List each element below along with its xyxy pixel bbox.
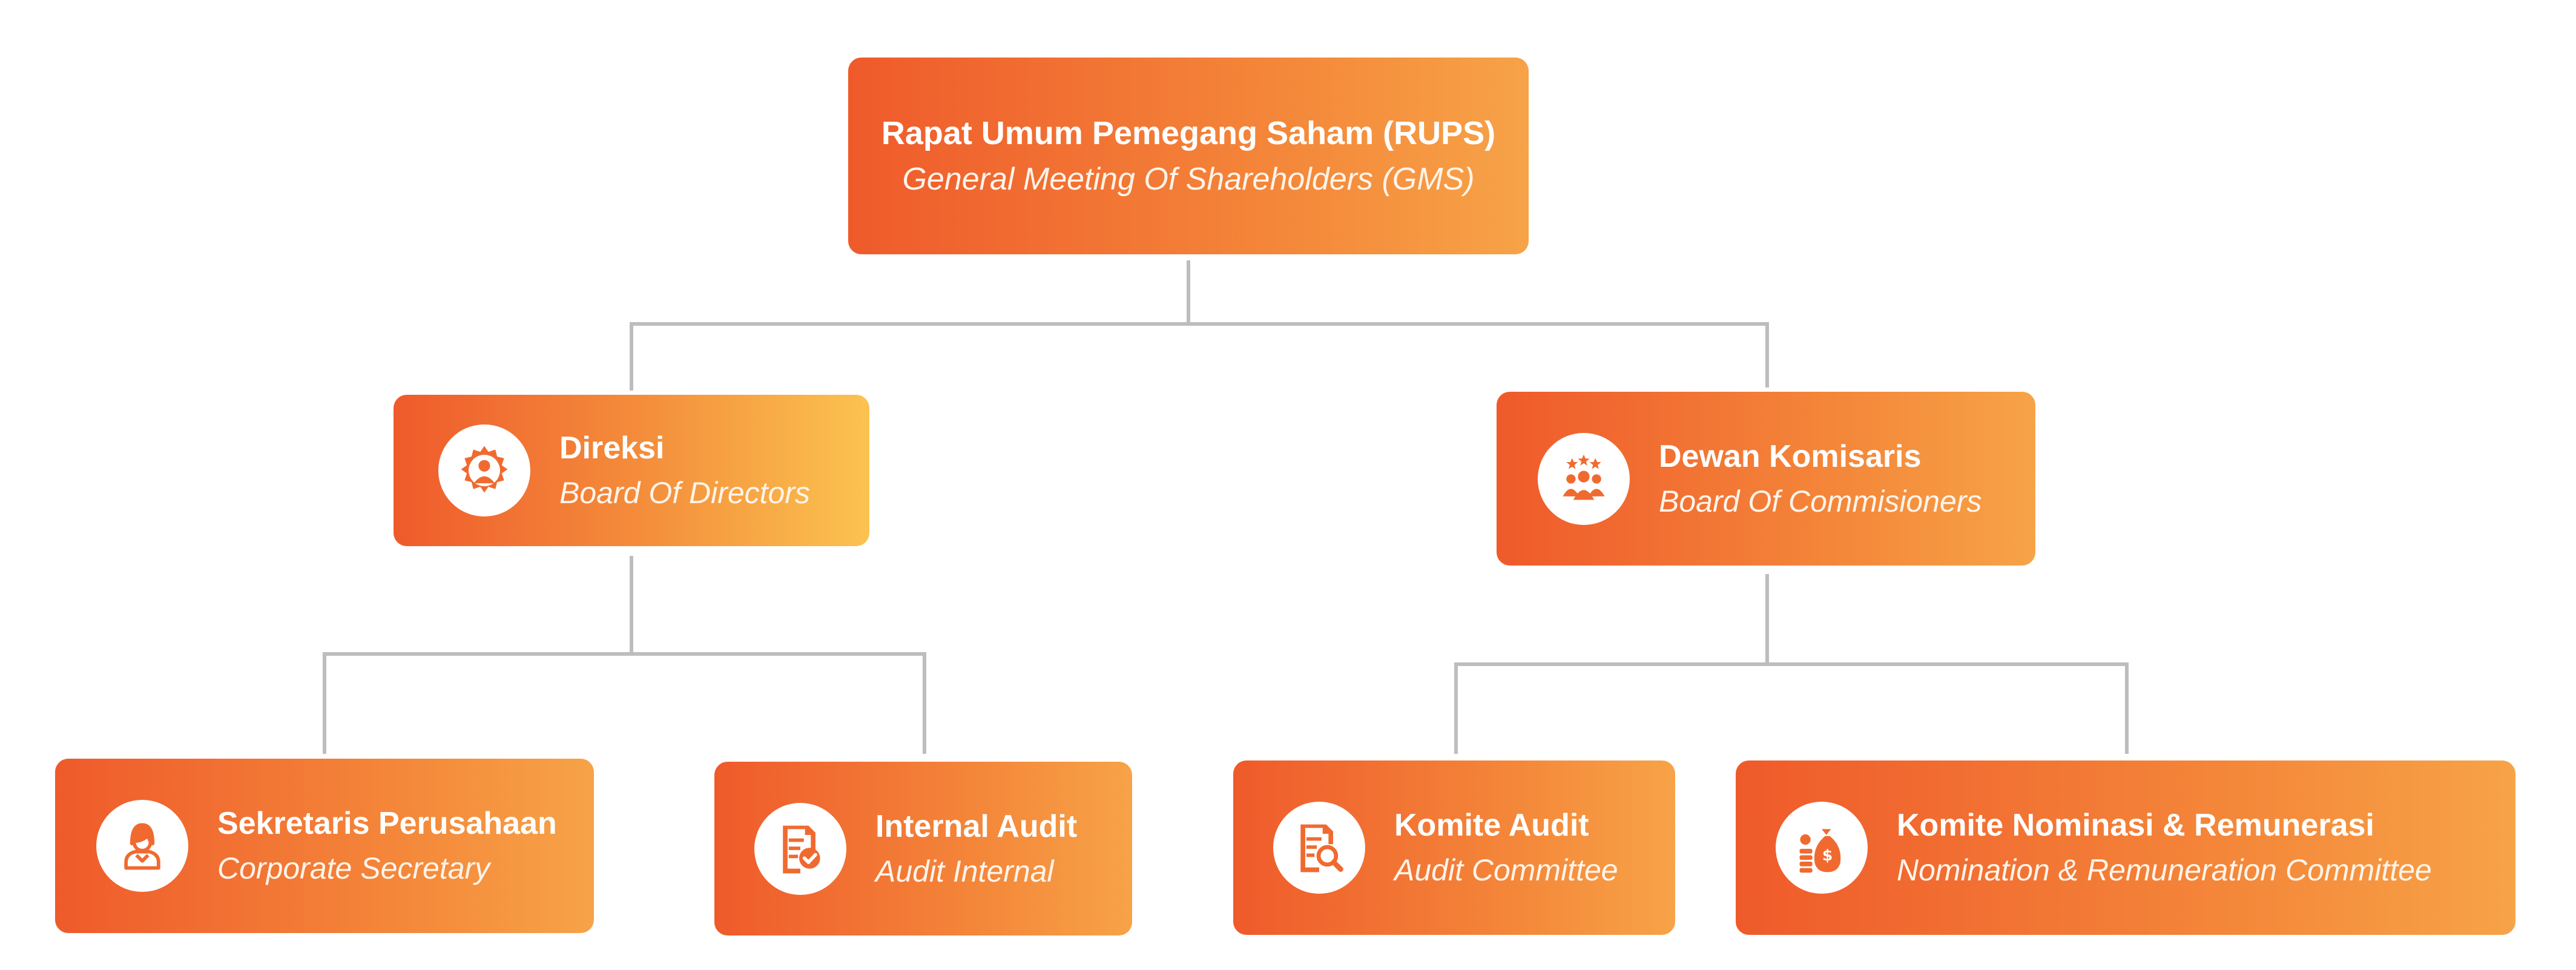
node-sekretaris-perusahaan[interactable]: Sekretaris Perusahaan Corporate Secretar…: [55, 759, 594, 933]
node-komite-audit-title: Komite Audit: [1394, 808, 1589, 843]
node-sekretaris-title: Sekretaris Perusahaan: [217, 806, 557, 842]
audit-search-icon: [1273, 802, 1365, 894]
gear-person-icon: [438, 424, 530, 516]
node-rups-title: Rapat Umum Pemegang Saham (RUPS): [881, 114, 1496, 151]
node-sekretaris-subtitle: Corporate Secretary: [217, 851, 490, 886]
node-direksi-title: Direksi: [559, 431, 665, 466]
audit-document-icon: [754, 802, 846, 895]
node-komite-nominasi-remunerasi[interactable]: $ Komite Nominasi & Remunerasi Nominatio…: [1736, 760, 2515, 935]
node-komite-audit[interactable]: Komite Audit Audit Committee: [1233, 760, 1675, 935]
woman-user-icon: [96, 800, 188, 892]
node-komite-nominasi-subtitle: Nomination & Remuneration Committee: [1897, 853, 2432, 888]
money-bag-icon: $: [1776, 802, 1868, 894]
node-internal-audit-title: Internal Audit: [875, 808, 1078, 844]
connector-direksi: [323, 556, 926, 754]
node-rups-subtitle: General Meeting Of Shareholders (GMS): [902, 161, 1475, 197]
connector-root: [630, 260, 1769, 391]
node-internal-audit-subtitle: Audit Internal: [875, 854, 1054, 888]
node-komite-nominasi-title: Komite Nominasi & Remunerasi: [1897, 808, 2374, 843]
connector-dewan: [1454, 574, 2129, 754]
node-direksi[interactable]: Direksi Board Of Directors: [394, 395, 869, 546]
node-komite-audit-subtitle: Audit Committee: [1394, 853, 1618, 888]
node-rups[interactable]: Rapat Umum Pemegang Saham (RUPS) General…: [848, 58, 1529, 254]
team-stars-icon: [1538, 432, 1630, 525]
svg-text:$: $: [1822, 846, 1833, 864]
node-direksi-subtitle: Board Of Directors: [559, 476, 811, 510]
node-dewan-title: Dewan Komisaris: [1659, 438, 1922, 474]
node-dewan-komisaris[interactable]: Dewan Komisaris Board Of Commisioners: [1497, 392, 2035, 566]
node-dewan-subtitle: Board Of Commisioners: [1659, 484, 1982, 518]
node-internal-audit[interactable]: Internal Audit Audit Internal: [714, 762, 1132, 935]
